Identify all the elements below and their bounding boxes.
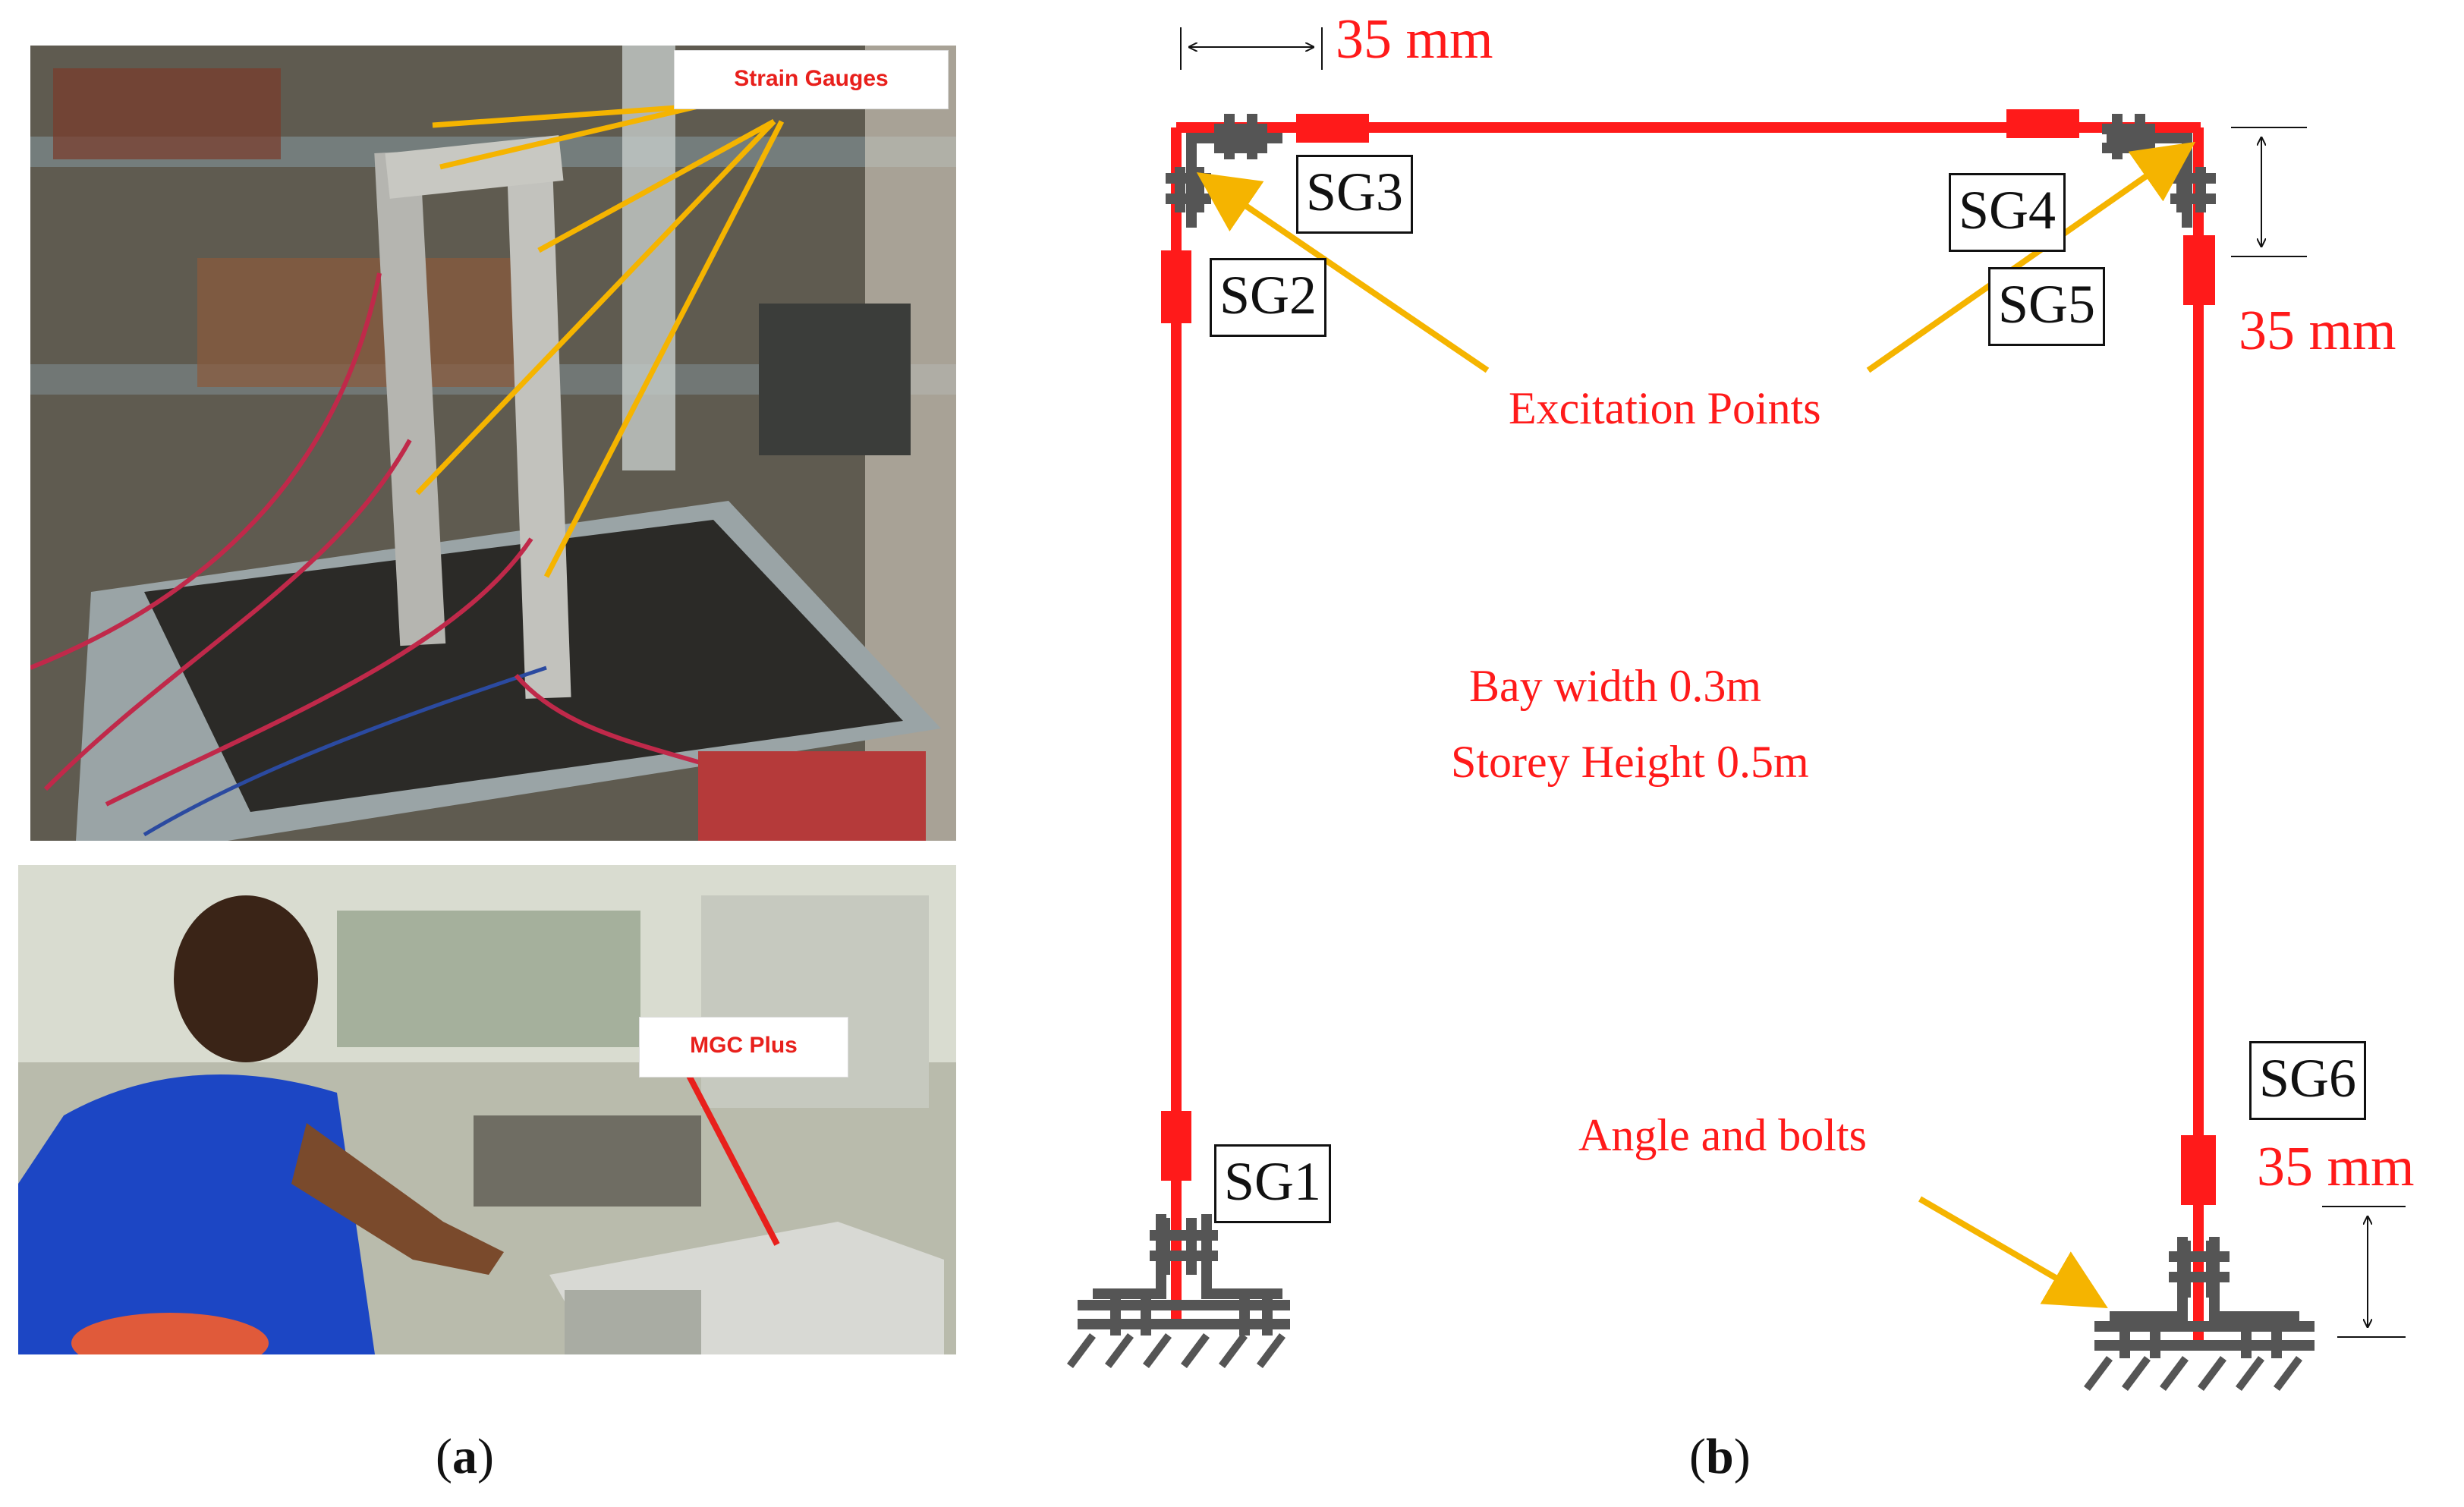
excitation-arrows	[1196, 141, 2196, 1309]
sg3-label: SG3	[1296, 155, 1414, 234]
sg4-label: SG4	[1949, 173, 2066, 252]
caption-b: (b)	[1689, 1429, 1751, 1484]
sg1-block	[1161, 1111, 1191, 1181]
excitation-points-label: Excitation Points	[1509, 383, 1821, 433]
sg4-block	[2006, 109, 2079, 138]
caption-a-letter: a	[452, 1429, 477, 1484]
dim-right-upper-label: 35 mm	[2239, 300, 2396, 362]
angle-bolts-label: Angle and bolts	[1578, 1110, 1867, 1160]
dim-top-label: 35 mm	[1336, 8, 1493, 71]
caption-a: (a)	[436, 1429, 494, 1484]
sg5-label: SG5	[1988, 267, 2106, 346]
strain-gauge-blocks	[1161, 109, 2216, 1205]
test-setup-illustration	[30, 46, 956, 841]
angle-bolts	[1078, 114, 2315, 1358]
storey-height-label: Storey Height 0.5m	[1451, 737, 1809, 787]
data-acquisition-photo: MGC Plus	[18, 865, 956, 1354]
dimension-lines	[1180, 27, 2406, 1338]
sg3-block	[1296, 114, 1369, 143]
test-setup-photo: Strain Gauges	[30, 46, 956, 841]
ground-hatch	[1067, 1333, 2302, 1391]
sg6-block	[2181, 1135, 2216, 1205]
strain-gauges-callout: Strain Gauges	[674, 50, 949, 109]
sg2-block	[1161, 250, 1191, 323]
dim-right-lower-label: 35 mm	[2257, 1136, 2415, 1198]
sg2-label: SG2	[1210, 258, 1327, 337]
sg5-block	[2183, 235, 2215, 305]
sg6-label: SG6	[2249, 1041, 2367, 1120]
data-acquisition-illustration	[18, 865, 956, 1354]
mgc-plus-callout: MGC Plus	[639, 1017, 848, 1078]
sg1-label: SG1	[1214, 1144, 1332, 1223]
bay-width-label: Bay width 0.3m	[1469, 661, 1761, 711]
caption-b-letter: b	[1705, 1429, 1734, 1484]
